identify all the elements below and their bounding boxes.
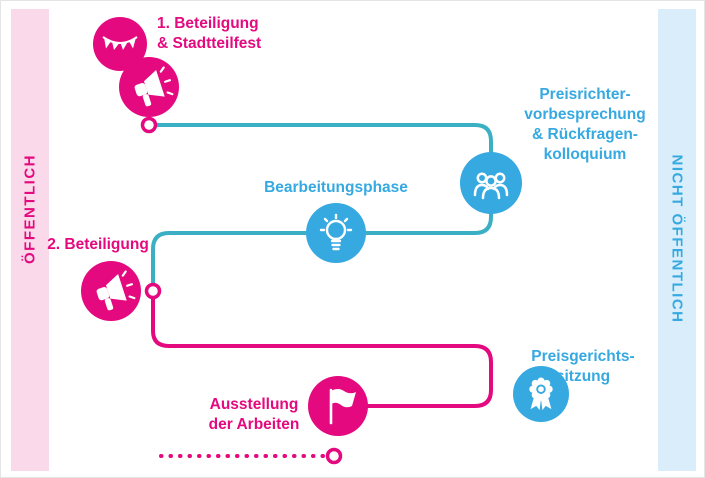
milestone-node-3: [325, 447, 343, 465]
step-label-beteiligung-2: 2. Beteiligung: [47, 236, 149, 253]
step-label-bearbeitungsphase: Bearbeitungsphase: [264, 179, 408, 196]
step-circle-beteiligung-2: [81, 261, 141, 321]
milestone-node-2: [144, 282, 162, 300]
step-label-ausstellung: Ausstellung der Arbeiten: [208, 396, 300, 433]
step-circle-bearbeitungsphase: [306, 203, 366, 263]
step-label-preisrichtervorbesprechung: Preisrichter- vorbesprechung & Rückfrage…: [524, 86, 646, 163]
connector-beteiligung2-to-ausstellung: [151, 296, 493, 408]
non-public-band: [658, 9, 696, 471]
step-circle-ausstellung: [308, 376, 368, 436]
step-circle-preisgerichtssitzung: [513, 366, 569, 422]
connector-public-to-jury: [151, 123, 493, 286]
step-circle-stadtteilfest: [93, 17, 147, 71]
step-circle-beteiligung-1: [119, 57, 179, 117]
public-band: [11, 9, 49, 471]
milestone-node-1: [140, 116, 158, 134]
step-circle-preisrichtervorbesprechung: [460, 152, 522, 214]
step-label-beteiligung-1: 1. Beteiligung & Stadtteilfest: [157, 15, 262, 52]
step-label-preisgerichtssitzung: Preisgerichts- sitzung: [531, 348, 635, 385]
